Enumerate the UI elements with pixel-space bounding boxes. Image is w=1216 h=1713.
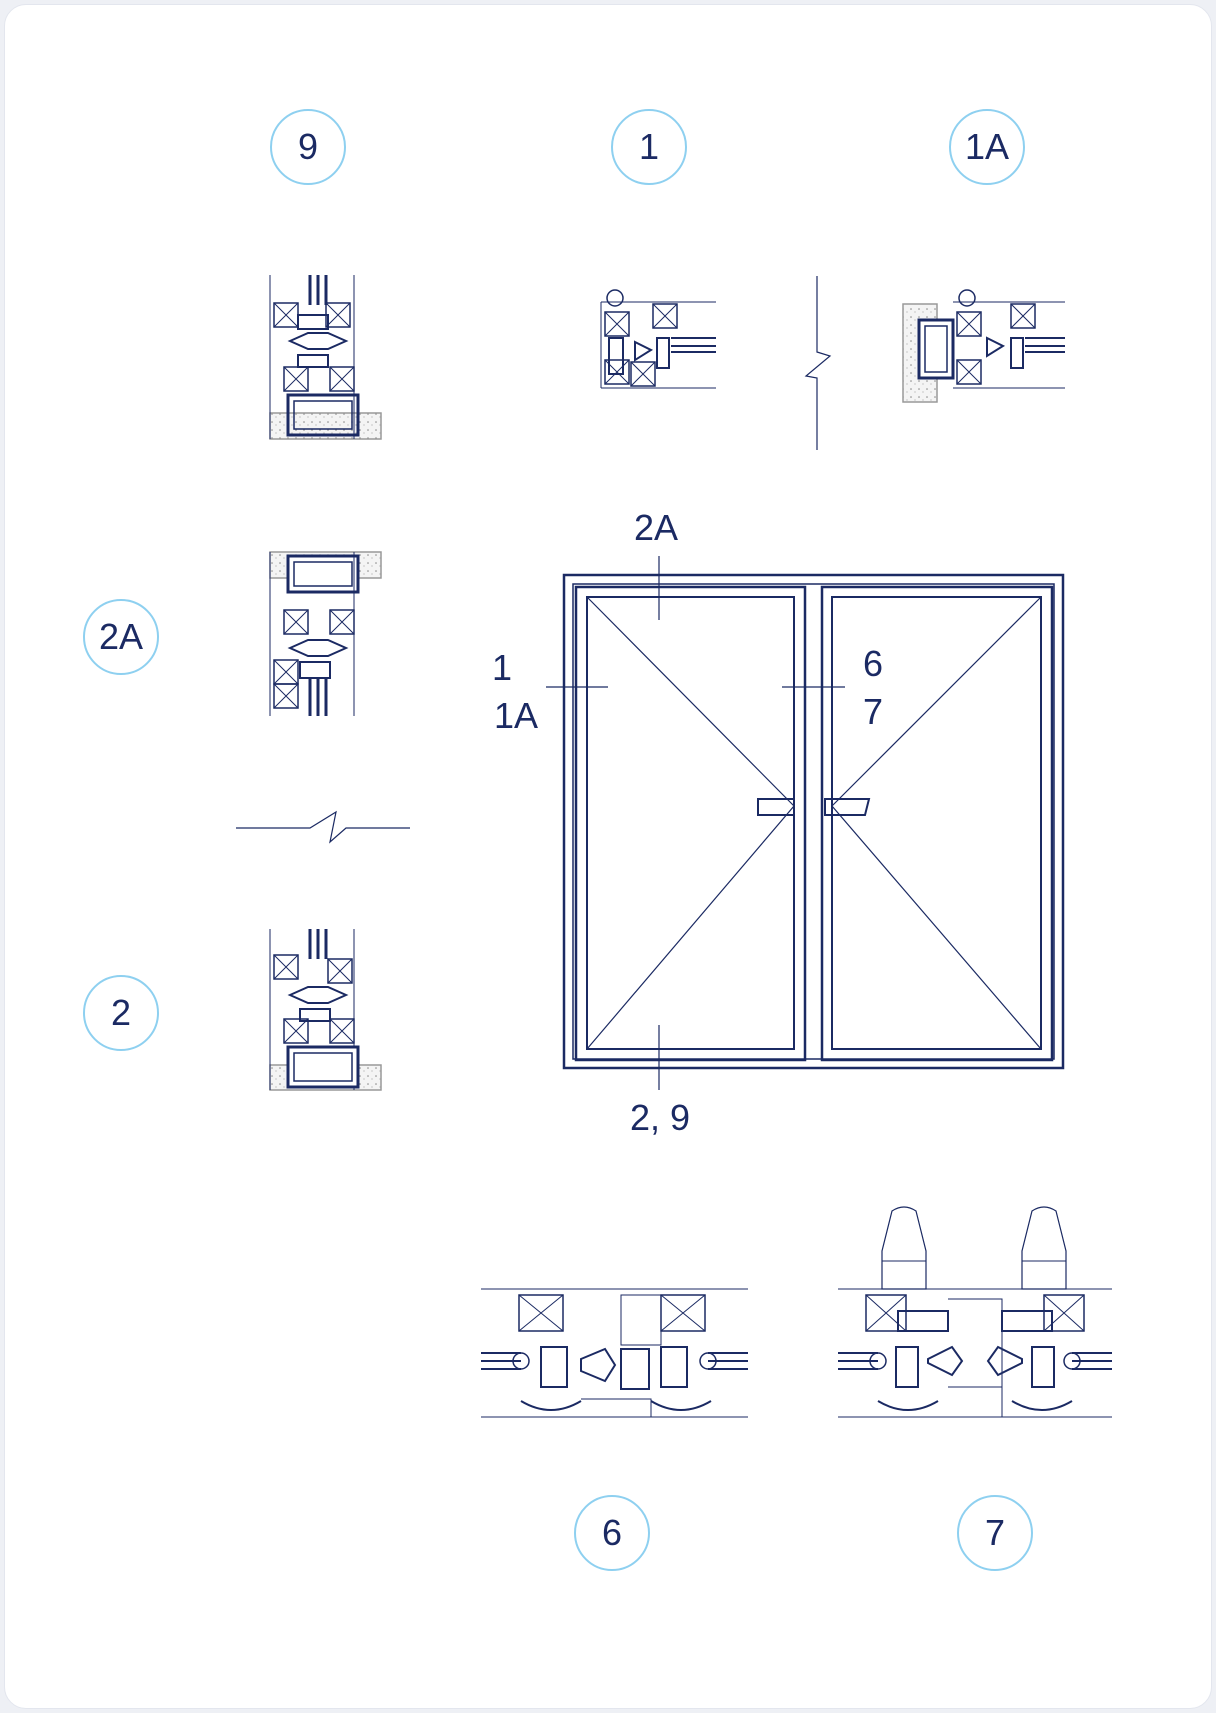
break-line-vertical — [804, 276, 832, 450]
callout-label: 1A — [964, 126, 1010, 167]
label-left-section-2: 1A — [493, 695, 539, 736]
callout-1: 1 — [611, 109, 687, 185]
section-lines — [546, 556, 845, 1090]
callout-6: 6 — [574, 1495, 650, 1571]
label-top-section: 2A — [633, 507, 679, 548]
section-detail-9 — [269, 275, 382, 440]
left-sash — [574, 585, 807, 1062]
section-detail-2a — [269, 551, 382, 716]
callout-label: 2 — [110, 992, 132, 1033]
section-detail-1 — [600, 289, 716, 389]
callout-label: 7 — [984, 1512, 1006, 1553]
drawing-sheet — [4, 4, 1212, 1709]
section-detail-2 — [269, 929, 382, 1091]
section-detail-7 — [838, 1206, 1112, 1418]
label-bottom-section: 2, 9 — [629, 1097, 691, 1138]
callout-label: 2A — [98, 616, 144, 657]
callout-2: 2 — [83, 975, 159, 1051]
section-detail-1a — [902, 289, 1065, 403]
section-detail-6 — [481, 1288, 748, 1418]
break-line-horizontal — [236, 810, 410, 844]
left-opening-lines — [586, 596, 795, 1050]
callout-label: 6 — [601, 1512, 623, 1553]
label-right-section-1: 6 — [862, 643, 884, 684]
label-left-section-1: 1 — [491, 647, 513, 688]
right-handle — [824, 798, 871, 816]
callout-7: 7 — [957, 1495, 1033, 1571]
callout-label: 9 — [297, 126, 319, 167]
label-right-section-2: 7 — [862, 691, 884, 732]
handle-profiles — [881, 1206, 1067, 1290]
window-elevation — [546, 556, 1065, 1090]
callout-2a: 2A — [83, 599, 159, 675]
callout-1a: 1A — [949, 109, 1025, 185]
right-sash — [820, 585, 1054, 1062]
right-opening-lines — [831, 596, 1042, 1050]
left-handle — [757, 798, 795, 816]
callout-9: 9 — [270, 109, 346, 185]
callout-label: 1 — [638, 126, 660, 167]
